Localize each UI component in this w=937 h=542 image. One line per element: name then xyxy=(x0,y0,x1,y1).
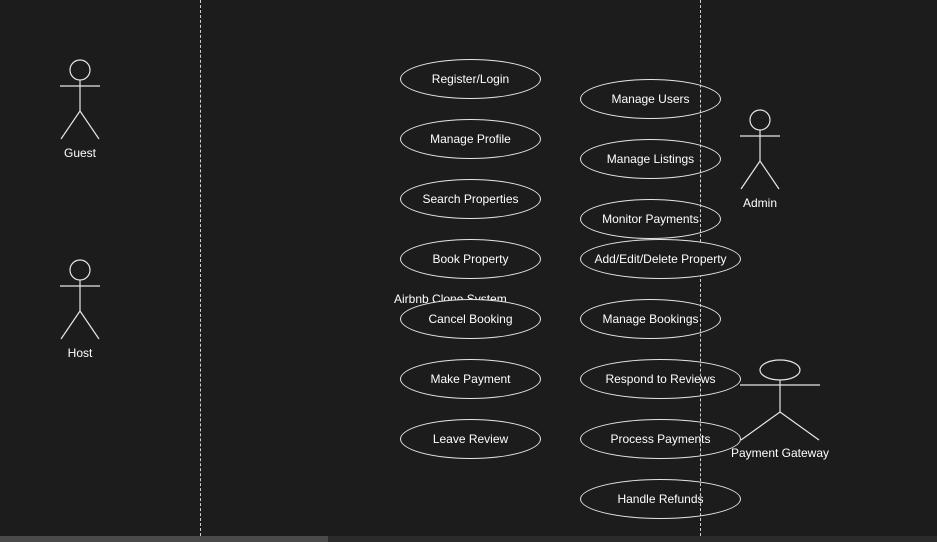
usecase-monitor-payments[interactable]: Monitor Payments xyxy=(580,199,721,239)
usecase-manage-profile[interactable]: Manage Profile xyxy=(400,119,541,159)
usecase-manage-bookings[interactable]: Manage Bookings xyxy=(580,299,721,339)
usecase-manage-listings[interactable]: Manage Listings xyxy=(580,139,721,179)
usecase-register-login[interactable]: Register/Login xyxy=(400,59,541,99)
usecase-manage-users[interactable]: Manage Users xyxy=(580,79,721,119)
guest-actor-icon[interactable] xyxy=(55,56,107,142)
payment-gateway-actor-icon[interactable] xyxy=(735,356,825,444)
usecase-make-payment[interactable]: Make Payment xyxy=(400,359,541,399)
usecase-leave-review[interactable]: Leave Review xyxy=(400,419,541,459)
usecase-book-property[interactable]: Book Property xyxy=(400,239,541,279)
usecase-respond-to-reviews[interactable]: Respond to Reviews xyxy=(580,359,741,399)
usecase-add-edit-delete-property[interactable]: Add/Edit/Delete Property xyxy=(580,239,741,279)
horizontal-scrollbar[interactable] xyxy=(0,536,937,542)
host-actor-icon[interactable] xyxy=(55,256,107,342)
usecase-cancel-booking[interactable]: Cancel Booking xyxy=(400,299,541,339)
usecase-search-properties[interactable]: Search Properties xyxy=(400,179,541,219)
host-label: Host xyxy=(67,346,93,360)
scrollbar-thumb[interactable] xyxy=(0,536,328,542)
guest-label: Guest xyxy=(63,146,97,160)
boundary-line-left xyxy=(200,0,201,536)
payment-gateway-label: Payment Gateway xyxy=(730,446,830,460)
usecase-handle-refunds[interactable]: Handle Refunds xyxy=(580,479,741,519)
admin-label: Admin xyxy=(742,196,778,210)
usecase-process-payments[interactable]: Process Payments xyxy=(580,419,741,459)
admin-actor-icon[interactable] xyxy=(735,106,787,192)
